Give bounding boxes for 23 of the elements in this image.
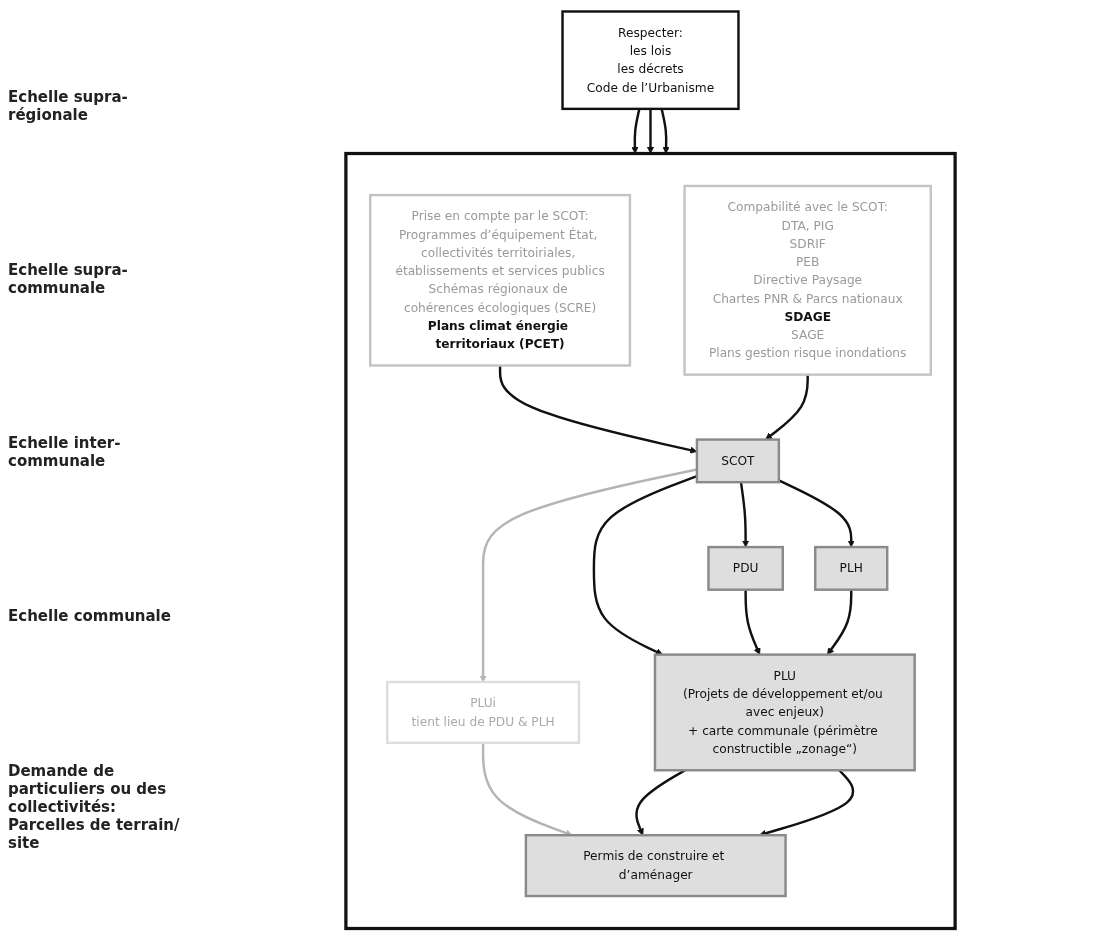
scale-label: Echelle communale xyxy=(8,606,172,625)
arrow xyxy=(739,482,750,548)
arrow xyxy=(631,108,641,154)
arrow xyxy=(646,108,655,154)
node-box: Permis de construire et d’aménager xyxy=(524,833,787,898)
node-box: PDU xyxy=(707,545,784,591)
node-box: PLH xyxy=(814,545,889,591)
scale-label: Demande de particuliers ou des collectivités: Parcelles de terrain/ site xyxy=(8,761,181,852)
scale-label: Echelle supra-régionale xyxy=(8,88,129,125)
arrow xyxy=(827,589,853,655)
arrow xyxy=(744,589,761,655)
node-box: PLUi tient lieu de PDU & PLH xyxy=(386,680,581,745)
node-box: PLU (Projets de développement et/ou avec enjeux) + carte communale (périmètre constructible „zonage“) xyxy=(653,653,916,772)
arrow xyxy=(765,374,809,440)
node-box: Prise en compte par le SCOT: Programmes d’équipement État, collectivités territoiriales, établissements et services publics Schémas régionaux de cohérences écologiques (SCRE) Plans climat énergie territoriaux (PCET) xyxy=(369,193,632,367)
node-box: Compabilité avec le SCOT: DTA, PIG SDRIF PEB Directive Paysage Chartes PNR & Parcs nationaux SDAGE SAGE Plans gestion risque inondations xyxy=(683,184,932,376)
node-box: Respecter: les lois les décrets Code de l’Urbanisme xyxy=(561,10,740,111)
cluster xyxy=(344,151,957,931)
arrow xyxy=(778,479,855,548)
scale-label: Echelle inter-communale xyxy=(8,434,122,470)
arrow xyxy=(660,108,670,154)
node-box: SCOT xyxy=(695,438,781,484)
scale-label: Echelle supra-communale xyxy=(8,261,129,298)
